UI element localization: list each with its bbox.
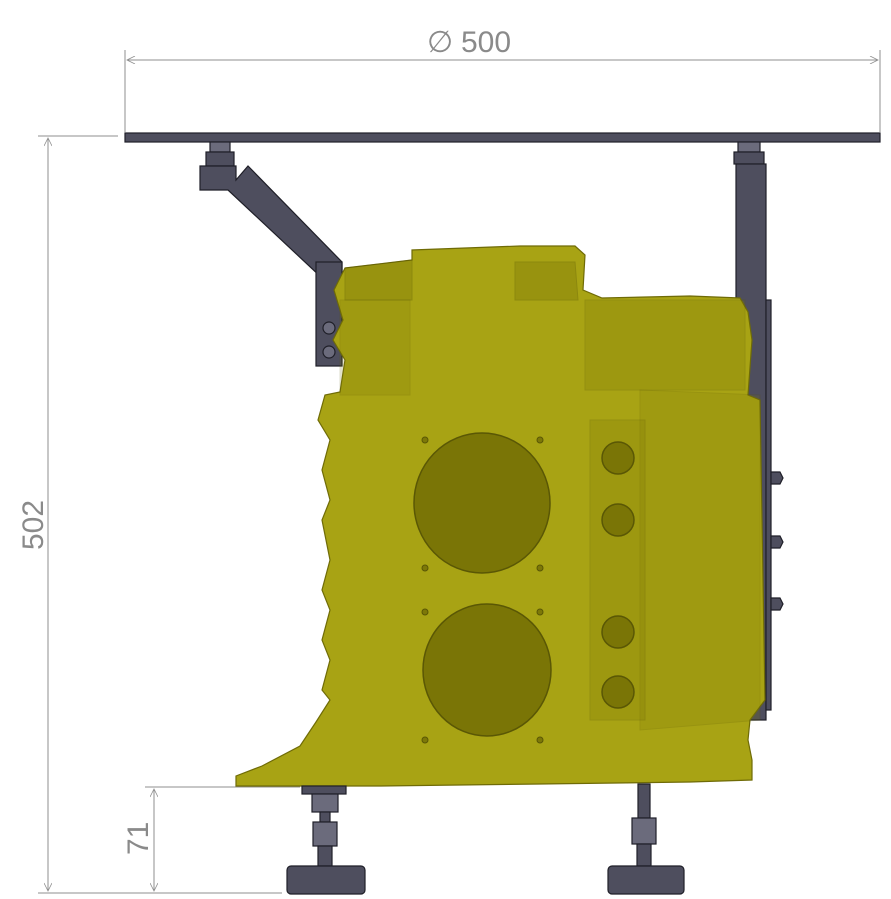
left-leveling-foot <box>286 785 366 895</box>
top-plate <box>124 132 881 143</box>
engine-port-4 <box>601 675 635 709</box>
right-foot-stem <box>637 783 651 819</box>
top-diameter-dimension: ∅ 500 <box>124 26 881 132</box>
right-bolt-2 <box>770 535 784 549</box>
left-bracket-arm <box>199 165 343 279</box>
engine-bolt-dimple <box>536 736 544 744</box>
left-foot-stem <box>319 811 331 823</box>
engine-opening-lower <box>422 603 552 737</box>
right-foot-locknut <box>631 817 657 845</box>
left-bracket-bolt-upper <box>322 321 336 335</box>
overall-height-dimension: 502 <box>17 135 282 894</box>
engine-bolt-dimple <box>421 736 429 744</box>
diameter-symbol: ∅ <box>427 26 453 59</box>
engine-bolt-dimple <box>536 608 544 616</box>
engine-side-housing <box>584 299 746 391</box>
engine-block <box>235 245 766 787</box>
engine-bolt-dimple <box>536 564 544 572</box>
engine-bolt-dimple <box>421 564 429 572</box>
foot-height-dimension: 71 <box>122 786 300 891</box>
engine-port-3 <box>601 615 635 649</box>
left-foot-locknut <box>312 821 338 847</box>
engine-top-boss <box>344 259 413 301</box>
diameter-value: 500 <box>461 26 511 59</box>
left-foot-pad <box>286 865 366 895</box>
left-foot-mount <box>301 785 347 795</box>
right-upright-nut <box>737 141 761 153</box>
right-bolt-1 <box>770 471 784 485</box>
right-bolt-3 <box>770 597 784 611</box>
engine-left-manifold <box>339 299 411 396</box>
right-foot-pad <box>607 865 685 895</box>
engine-bolt-dimple <box>421 436 429 444</box>
right-upright-flange <box>765 299 772 711</box>
left-foot-nut <box>311 793 339 813</box>
engine-bolt-dimple <box>421 608 429 616</box>
foot-height-value: 71 <box>122 822 155 855</box>
engine-bolt-dimple <box>536 436 544 444</box>
engine-right-cover <box>639 389 761 731</box>
left-bracket-bolt-lower <box>322 345 336 359</box>
left-foot-thread <box>317 845 333 867</box>
engine-intake-boss <box>514 261 579 301</box>
left-bracket <box>199 141 343 367</box>
left-bracket-cap <box>205 151 235 167</box>
right-leveling-foot <box>607 783 685 895</box>
right-upright-cap <box>733 151 765 165</box>
height-value: 502 <box>17 500 50 550</box>
left-bracket-nut <box>209 141 231 153</box>
engine-port-1 <box>601 441 635 475</box>
engine-opening-upper <box>413 432 551 574</box>
engine-port-2 <box>601 503 635 537</box>
right-foot-thread <box>636 843 652 867</box>
